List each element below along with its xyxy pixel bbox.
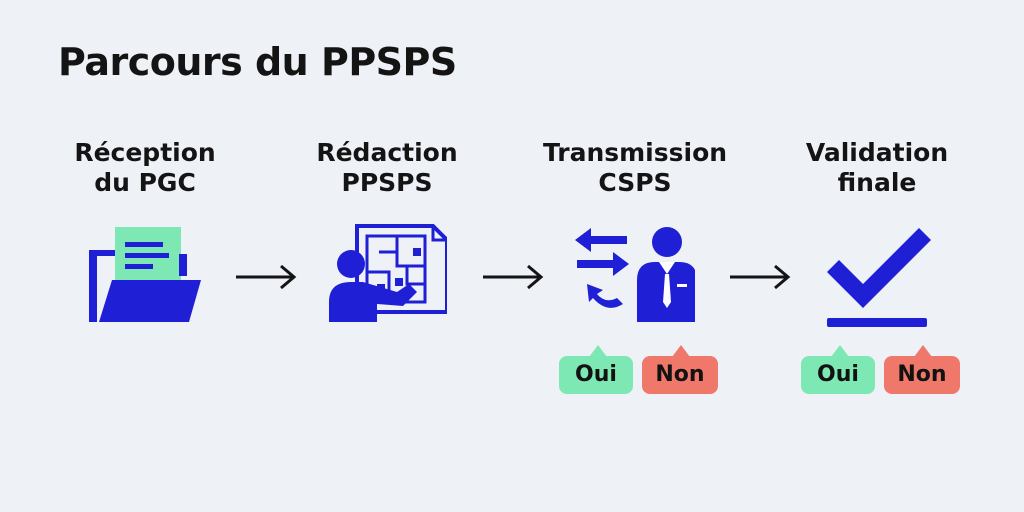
page-title: Parcours du PPSPS [58,40,457,84]
folder-document-icon [89,227,201,322]
step-validation: Validation finale [777,138,977,327]
no-badge: Non [642,345,718,394]
flow-arrow [236,264,297,290]
step-redaction: Rédaction PPSPS [287,138,487,322]
yes-badge: Oui [559,345,633,394]
step-transmission: Transmission CSPS [535,138,735,322]
flow-arrow [730,264,791,290]
checkmark-icon [827,228,931,327]
validation-decision: Oui Non [801,344,961,394]
exchange-person-icon [575,227,695,322]
yes-badge: Oui [801,345,875,394]
step-reception: Réception du PGC [45,138,245,322]
step-label: Transmission CSPS [542,138,728,197]
transmission-decision: Oui Non [559,344,719,394]
no-badge: Non [884,345,960,394]
step-label: Rédaction PPSPS [316,138,458,197]
step-label: Validation finale [805,138,949,197]
step-label: Réception du PGC [74,138,216,197]
flow-arrow [483,264,544,290]
person-blueprint-icon [329,224,447,322]
